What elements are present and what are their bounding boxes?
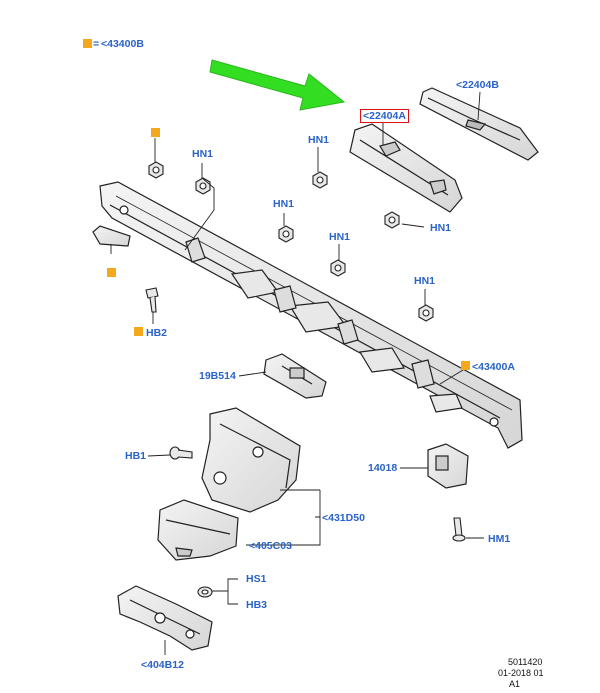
legend-equals: = [93, 38, 100, 50]
cover-405C03 [157, 499, 239, 561]
legend-ref-43400B[interactable]: <43400B [101, 38, 144, 50]
callout-hm1[interactable]: HM1 [488, 533, 511, 545]
nut-fasteners [148, 161, 434, 322]
switch-19B514 [263, 353, 327, 399]
bolt-HB2 [145, 287, 159, 313]
diagram-revision: A1 [509, 679, 521, 689]
leader-lines [110, 91, 484, 655]
latch-431D50 [201, 407, 301, 513]
callout-hn1-center[interactable]: HN1 [329, 231, 351, 243]
marker-squares [107, 128, 470, 370]
actuator-14018 [427, 443, 469, 489]
callout-22404A[interactable]: <22404A [360, 109, 409, 123]
callout-hn1-left[interactable]: HN1 [192, 148, 214, 160]
bolt-HB1 [169, 446, 193, 460]
callout-hb2[interactable]: HB2 [146, 327, 168, 339]
washer-HS1 [197, 586, 213, 598]
diagram-id: 5011420 [508, 657, 543, 667]
callout-hb1[interactable]: HB1 [125, 450, 147, 462]
callout-hn1-mid[interactable]: HN1 [273, 198, 295, 210]
green-arrow-icon [209, 59, 346, 111]
moulding-strip-22404B [419, 87, 539, 161]
callout-hn1-top[interactable]: HN1 [308, 134, 330, 146]
callout-hs1[interactable]: HS1 [246, 573, 267, 585]
callout-431D50[interactable]: <431D50 [322, 512, 365, 524]
callout-hn1-lower[interactable]: HN1 [414, 275, 436, 287]
callout-14018[interactable]: 14018 [368, 462, 398, 474]
bracket-22404A [349, 123, 463, 213]
diagram-date: 01-2018 01 [498, 668, 544, 678]
callout-43400A[interactable]: <43400A [472, 361, 515, 373]
callout-hn1-right[interactable]: HN1 [430, 222, 452, 234]
legend-marker-square [83, 39, 92, 48]
rubber-pad [92, 225, 131, 247]
lock-mechanism-404B12 [117, 585, 213, 651]
callout-405C03[interactable]: <405C03 [249, 540, 292, 552]
callout-19B514[interactable]: 19B514 [199, 370, 236, 382]
callout-22404B[interactable]: <22404B [456, 79, 499, 91]
callout-hb3[interactable]: HB3 [246, 599, 268, 611]
handle-housing-43400A [99, 181, 523, 449]
callout-404B12[interactable]: <404B12 [141, 659, 184, 671]
screw-HM1 [452, 517, 466, 542]
